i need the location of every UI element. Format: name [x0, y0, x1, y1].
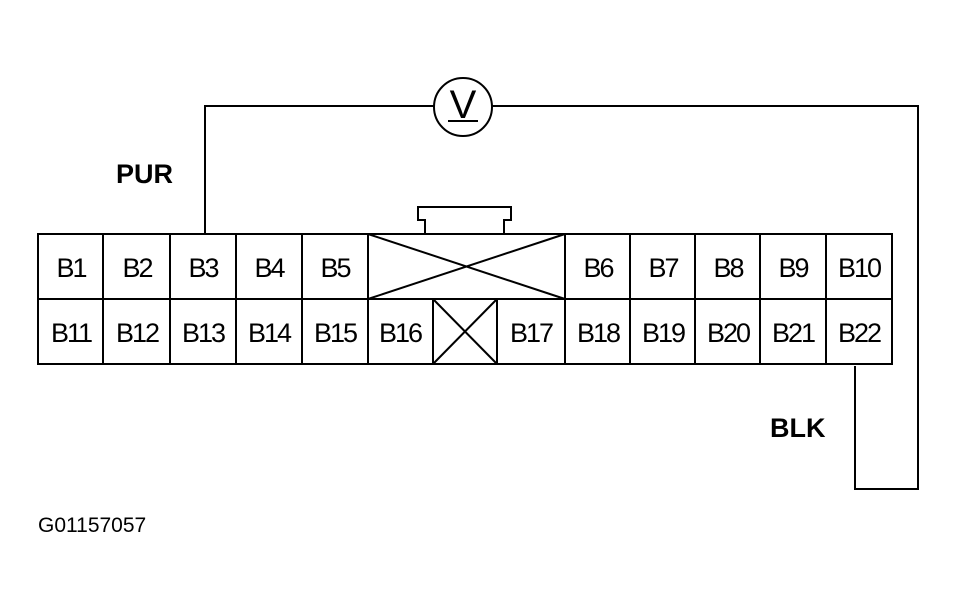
- pur-wire: [204, 105, 434, 234]
- pin-label: B20: [707, 318, 750, 348]
- pin-label: B10: [838, 253, 881, 283]
- voltmeter-icon: [433, 77, 493, 137]
- pin-label: B13: [182, 318, 225, 348]
- pin-label: B17: [510, 318, 553, 348]
- pin-label: B21: [772, 318, 815, 348]
- pin-label: B16: [379, 318, 422, 348]
- pin-label: B18: [577, 318, 620, 348]
- pin-label: B6: [583, 253, 613, 283]
- voltmeter-symbol: V: [450, 83, 477, 127]
- meter-return-wire: [492, 105, 919, 490]
- pin-label: B12: [116, 318, 159, 348]
- pin-label: B8: [713, 253, 743, 283]
- pin-label: B11: [51, 318, 92, 348]
- empty-cavity-small: [432, 298, 498, 365]
- pin-label: B14: [248, 318, 292, 348]
- pin-label: B3: [188, 253, 218, 283]
- pin-label: B22: [838, 318, 881, 348]
- pin-label: B4: [254, 253, 285, 283]
- pin-label: B7: [648, 253, 678, 283]
- pin-label: B5: [320, 253, 350, 283]
- pin-label: B9: [778, 253, 808, 283]
- figure-code: G01157057: [38, 514, 146, 537]
- empty-cavity-large: [367, 233, 566, 300]
- connector-latch: [417, 206, 512, 234]
- pin-label: B19: [642, 318, 685, 348]
- blk-wire-label: BLK: [770, 413, 826, 443]
- pin-label: B2: [122, 253, 152, 283]
- pin-label: B1: [56, 253, 86, 283]
- pin-label: B15: [314, 318, 357, 348]
- pur-wire-label: PUR: [116, 159, 173, 189]
